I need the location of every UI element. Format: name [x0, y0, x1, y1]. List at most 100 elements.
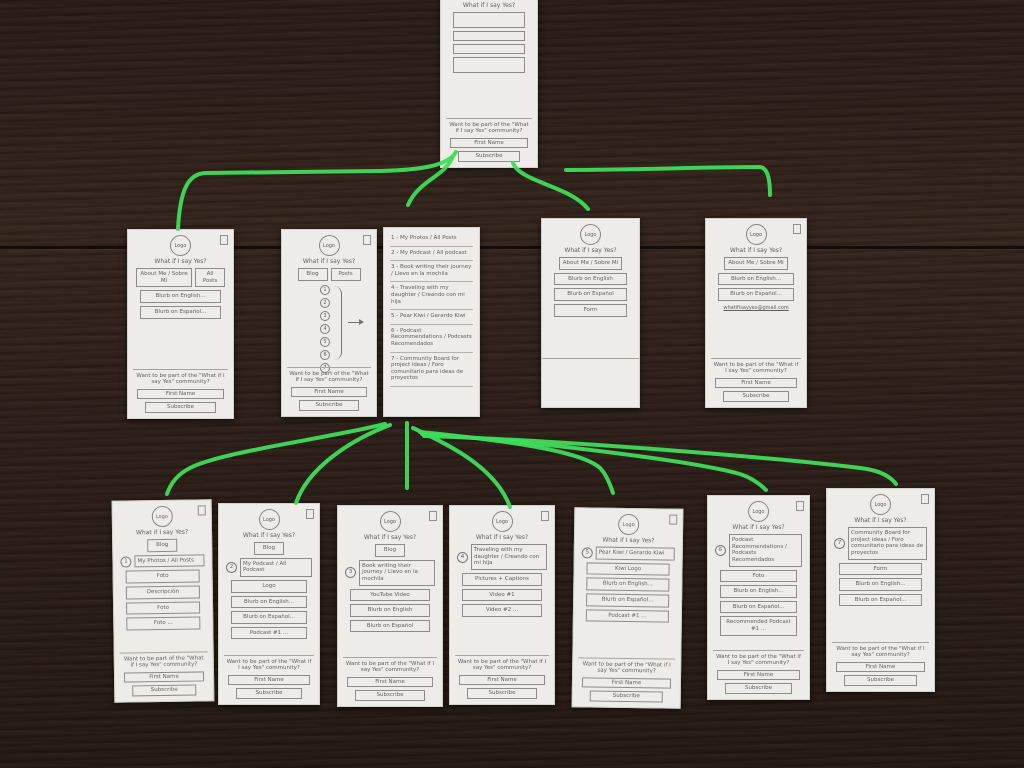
content-box: Logo — [231, 579, 307, 593]
subscribe-button: Subscribe — [299, 400, 359, 411]
community-prompt: Want to be part of the "What if I say Ye… — [136, 372, 225, 386]
subscribe-button: Subscribe — [844, 675, 917, 686]
card-heading: What if I say Yes? — [854, 517, 907, 524]
tab-row: Blog — [121, 538, 203, 553]
sketch-box — [453, 57, 525, 74]
content-box: Foto — [720, 569, 797, 583]
nav-tab: About Me / Sobre Mí — [724, 257, 788, 270]
section-number-badge: 4 — [457, 551, 468, 563]
first-name-field: First Name — [715, 377, 797, 389]
subscribe-section: Want to be part of the "What if I say Ye… — [577, 656, 676, 703]
step-number-badge: 7 — [320, 362, 330, 373]
content-box: Descripción — [125, 585, 200, 600]
content-box: Blurb on Español — [554, 288, 627, 301]
section-number-badge: 7 — [834, 537, 845, 549]
menu-icon — [306, 509, 314, 519]
category-list-item: 4 - Traveling with my daughter / Creando… — [390, 282, 473, 311]
menu-icon — [541, 511, 549, 521]
logo-placeholder: Logo — [379, 511, 401, 532]
community-prompt: Want to be part of the "What if I say Ye… — [449, 121, 529, 135]
logo-placeholder: Logo — [170, 235, 191, 256]
sketch-box — [453, 31, 525, 42]
section-title-box: My Photos / All Posts — [134, 554, 205, 568]
connector-line — [418, 430, 615, 495]
connector-line — [422, 434, 898, 486]
connector-line — [564, 165, 772, 197]
section-number-badge: 1 — [120, 556, 132, 568]
subscribe-button: Subscribe — [458, 151, 520, 162]
section-number-badge: 3 — [345, 567, 356, 579]
subscribe-button: Subscribe — [589, 690, 663, 703]
category-list-item: 2 - My Podcast / All podcast — [390, 247, 473, 262]
wireframe-card-home: What if I say Yes? Want to be part of th… — [440, 0, 538, 168]
logo-placeholder: Logo — [745, 224, 767, 245]
subscribe-section: Want to be part of the "What if I say Ye… — [287, 366, 371, 411]
logo-placeholder: Logo — [258, 509, 280, 530]
card-heading: What if I say Yes? — [135, 528, 189, 537]
brace-mark — [334, 285, 342, 360]
tab-row: Blog — [346, 544, 434, 557]
content-box: Recommended Podcast #1 ... — [720, 616, 797, 636]
content-box: Foto — [125, 569, 200, 584]
content-box: Blurb on English... — [231, 595, 307, 609]
section-number-badge: 2 — [226, 561, 237, 573]
subscribe-button: Subscribe — [723, 391, 789, 402]
subscribe-section: Want to be part of the "What if I say Ye… — [133, 368, 228, 413]
community-prompt: Want to be part of the "What if I say Ye… — [289, 370, 369, 384]
nav-tab: Blog — [297, 268, 328, 281]
menu-icon — [793, 224, 801, 234]
content-box: Form — [554, 303, 627, 317]
first-name-field: First Name — [459, 674, 545, 686]
subscribe-section: Want to be part of the "What if I say Ye… — [119, 651, 209, 697]
nav-tab: Blog — [147, 538, 178, 552]
subscribe-section: Want to be part of the "What if I say Ye… — [224, 654, 314, 699]
content-box: Pictures + Captions — [462, 572, 542, 586]
content-box: Blurb on Español... — [718, 288, 794, 301]
card-heading: What if I say Yes? — [732, 524, 785, 531]
content-box: Blurb on English — [350, 604, 430, 617]
logo-placeholder: Logo — [580, 224, 601, 245]
subscribe-button: Subscribe — [132, 684, 197, 697]
connector-line — [165, 422, 387, 496]
section-title-box: Pear Kiwi / Gerardo Kiwi — [595, 546, 675, 561]
subscribe-button: Subscribe — [467, 688, 537, 699]
logo-placeholder: Logo — [491, 511, 513, 532]
content-box: Foto — [126, 601, 201, 615]
connector-line — [420, 432, 768, 492]
community-prompt: Want to be part of the "What if I say Ye… — [123, 655, 204, 669]
first-name-field: First Name — [450, 137, 528, 149]
content-box: Blurb on Español... — [839, 593, 922, 607]
subscribe-section: Want to be part of the "What if I say Ye… — [832, 641, 929, 686]
step-number-badge: 1 — [320, 284, 330, 295]
content-box: Podcast #1 ... — [231, 626, 307, 640]
category-list-item: 5 - Pear Kiwi / Gerardo Kiwi — [390, 310, 473, 325]
category-list-item: 1 - My Photos / All Posts — [390, 232, 473, 247]
nav-tab: About Me / Sobre Mí — [558, 257, 623, 270]
subscribe-section: Want to be part of the "What if I say Ye… — [446, 117, 532, 162]
card-heading: What if I say Yes? — [729, 247, 783, 254]
community-prompt: Want to be part of the "What if I say Ye… — [226, 658, 312, 672]
content-box: Blurb on English... — [718, 272, 794, 286]
subscribe-section: Want to be part of the "What if I say Ye… — [711, 357, 801, 402]
sketch-box — [453, 44, 525, 55]
nav-tab: About Me / Sobre Mí — [136, 268, 192, 288]
sketch-box — [453, 12, 525, 29]
category-list-item: 3 - Book writing their journey / Llevo e… — [390, 261, 473, 283]
nav-tab: All Posts — [195, 268, 225, 288]
step-number-badge: 4 — [320, 323, 330, 334]
first-name-field: First Name — [123, 671, 205, 683]
